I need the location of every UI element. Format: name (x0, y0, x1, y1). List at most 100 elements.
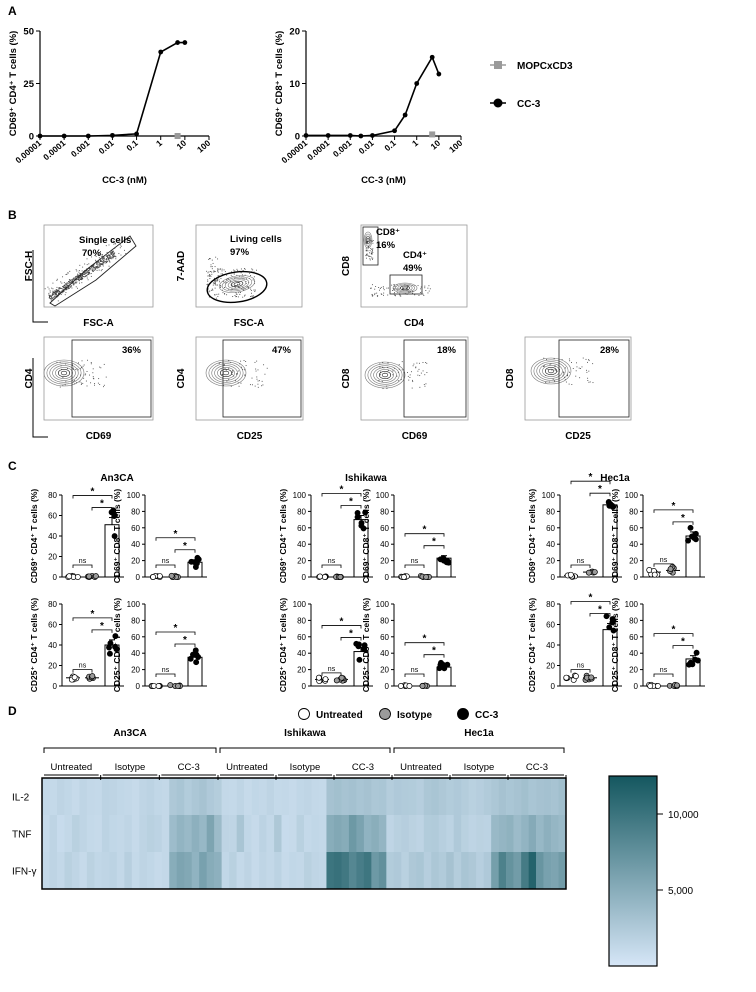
event-dot (220, 278, 222, 280)
event-dot (221, 377, 223, 379)
heatmap-row-label: TNF (12, 830, 31, 841)
event-dot (412, 365, 414, 367)
cell-line-ishikawa: Ishikawa (345, 473, 387, 484)
event-dot (381, 366, 383, 368)
event-dot (423, 295, 425, 296)
heatmap-cell (423, 815, 432, 852)
event-dot (109, 254, 111, 256)
data-point-cc3 (402, 112, 408, 118)
event-dot (57, 290, 59, 292)
event-dot (370, 287, 372, 289)
heatmap-cell (229, 815, 237, 852)
event-dot (206, 270, 208, 272)
event-dot (87, 272, 89, 274)
heatmap-cell (371, 778, 380, 815)
event-dot (383, 367, 385, 369)
event-dot (79, 273, 81, 275)
y-tick-label: 60 (48, 621, 57, 630)
y-tick-label: 60 (629, 524, 638, 533)
event-dot (424, 385, 426, 387)
data-point-cc3 (61, 133, 67, 139)
event-dot (95, 255, 97, 257)
event-dot (95, 269, 97, 271)
event-dot (236, 293, 238, 295)
event-dot (102, 264, 103, 266)
y-tick-label: 40 (297, 649, 306, 658)
heatmap-cell (154, 815, 163, 852)
y-tick-label: 0 (302, 682, 307, 691)
heatmap-cell (311, 815, 320, 852)
heatmap-cell (184, 815, 193, 852)
event-dot (55, 289, 57, 291)
event-dot (245, 365, 247, 367)
y-axis-label: CD69⁺ CD4⁺ T cells (%) (527, 489, 537, 584)
event-dot (369, 259, 371, 261)
event-dot (100, 270, 102, 272)
flow-y-label: FSC-H (24, 251, 35, 282)
event-dot (71, 281, 73, 283)
heatmap-cell (536, 778, 544, 815)
event-dot (367, 254, 369, 256)
y-axis-label: CD25⁺ CD4⁺ T cells (%) (527, 598, 537, 693)
data-point (193, 659, 200, 666)
gate-cd4 (389, 274, 423, 295)
event-dot (418, 368, 420, 370)
event-dot (211, 259, 213, 261)
event-dot (372, 248, 374, 250)
flow-y-label: CD8 (505, 368, 516, 388)
event-dot (427, 292, 429, 294)
heatmap-cell (49, 778, 58, 815)
y-tick-label: 0 (136, 682, 141, 691)
event-dot (215, 297, 217, 299)
event-dot (52, 297, 54, 299)
event-dot (59, 291, 61, 292)
event-dot (380, 371, 381, 373)
event-dot (51, 296, 53, 298)
event-dot (53, 294, 55, 296)
data-point (192, 647, 199, 654)
event-dot (585, 358, 587, 360)
event-dot (414, 294, 416, 296)
event-dot (103, 256, 105, 258)
event-dot (82, 365, 84, 367)
event-dot (80, 368, 82, 370)
event-dot (549, 364, 551, 366)
event-dot (407, 372, 408, 374)
event-dot (224, 282, 226, 284)
y-tick-label: 0 (385, 682, 390, 691)
event-dot (212, 289, 214, 291)
event-dot (111, 252, 112, 254)
y-tick-label: 0 (634, 682, 639, 691)
event-dot (65, 286, 67, 288)
gate-pct: 97% (230, 247, 250, 258)
event-dot (206, 284, 208, 285)
heatmap-cell (326, 852, 335, 889)
event-dot (386, 287, 388, 289)
event-dot (82, 278, 84, 280)
y-tick-label: 40 (48, 641, 57, 650)
event-dot (255, 370, 257, 372)
y-tick-label: 60 (629, 633, 638, 642)
heatmap-cell (453, 815, 462, 852)
heatmap-cell (326, 815, 335, 852)
contour-line (217, 367, 235, 379)
data-point (361, 646, 368, 653)
data-point (74, 574, 81, 580)
event-dot (372, 242, 374, 244)
event-dot (218, 363, 220, 364)
y-axis-label: CD25⁺ CD4⁺ T cells (%) (278, 598, 288, 693)
heatmap-cell (124, 815, 133, 852)
event-dot (77, 369, 79, 371)
y-tick-label: 80 (48, 491, 57, 500)
heatmap-cell (431, 815, 440, 852)
event-dot (226, 274, 228, 276)
heatmap-cell (416, 815, 425, 852)
event-dot (216, 293, 218, 295)
event-dot (95, 259, 97, 261)
data-point (585, 569, 592, 576)
event-dot (588, 359, 590, 361)
contour-line (52, 365, 76, 381)
event-dot (49, 291, 51, 293)
event-dot (231, 374, 233, 375)
